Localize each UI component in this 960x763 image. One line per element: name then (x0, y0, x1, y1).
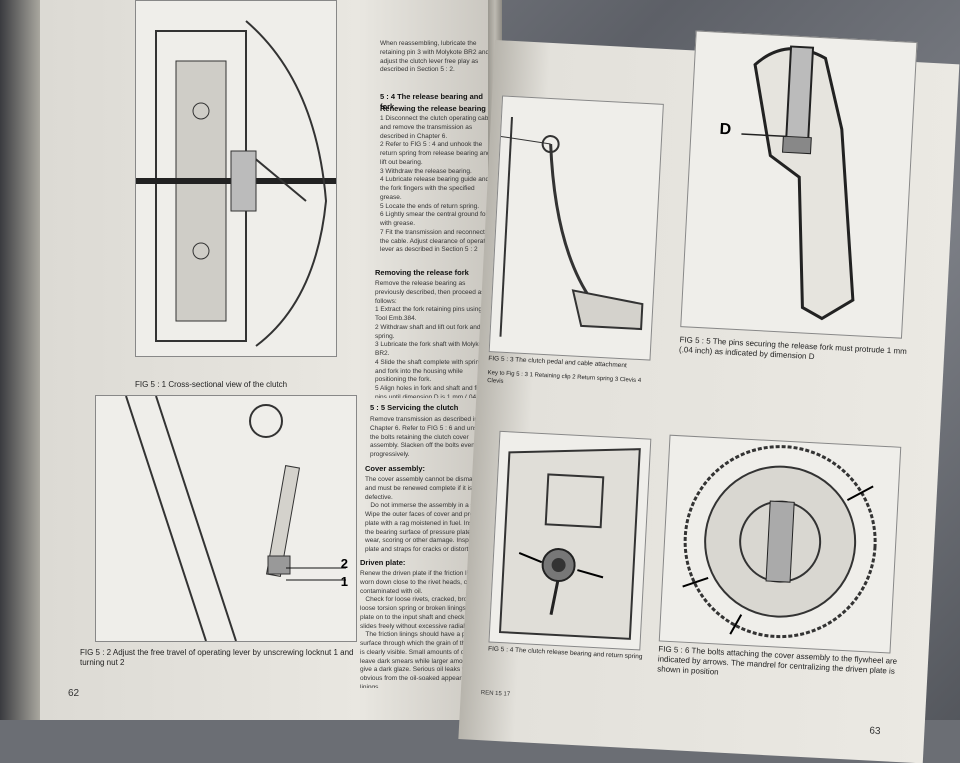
left-page-number: 62 (68, 688, 80, 699)
removing-release-fork-heading: Removing the release fork (375, 268, 469, 277)
fig-5-2-label-2: 2 (340, 556, 348, 571)
driven-plate-heading: Driven plate: (360, 558, 406, 567)
fig-5-3-pedal-cable (488, 95, 664, 361)
fig-5-2-adjust-lever: 2 1 (95, 395, 357, 642)
left-page: FIG 5 : 1 Cross-sectional view of the cl… (40, 0, 495, 720)
section-5-4-heading: 5 : 4 The release bearing and fork (380, 92, 486, 112)
right-page: FIG 5 : 3 The clutch pedal and cable att… (458, 30, 960, 763)
right-page-number: 63 (869, 725, 881, 738)
dimension-d-label: D (719, 120, 732, 139)
fig-5-5-caption: FIG 5 : 5 The pins securing the release … (678, 335, 908, 362)
section-5-4-body: 1 Disconnect the clutch operating cable … (380, 115, 494, 254)
fig-5-2-label-1: 1 (340, 574, 348, 589)
fig-5-4-release-bearing (488, 430, 652, 651)
fig-5-6-cover-assembly (658, 434, 902, 654)
removing-release-fork-body: Remove the release bearing as previously… (375, 280, 494, 398)
fig-5-1-clutch-cross-section (135, 0, 337, 357)
fig-5-1-caption: FIG 5 : 1 Cross-sectional view of the cl… (135, 380, 288, 389)
book-left-edge (0, 0, 40, 720)
footer-code: REN 15 17 (480, 690, 511, 698)
fig-5-5-release-fork-pins: D (680, 30, 918, 339)
fig-5-2-caption: FIG 5 : 2 Adjust the free travel of oper… (80, 648, 354, 667)
intro-text: When reassembling, lubricate the retaini… (380, 40, 490, 74)
section-5-5-heading: 5 : 5 Servicing the clutch (370, 403, 459, 412)
renewing-release-bearing-heading: Renewing the release bearing (380, 104, 486, 113)
fig-5-3-key: Key to Fig 5 : 3 1 Retaining clip 2 Retu… (487, 370, 642, 385)
cover-assembly-heading: Cover assembly: (365, 464, 426, 473)
